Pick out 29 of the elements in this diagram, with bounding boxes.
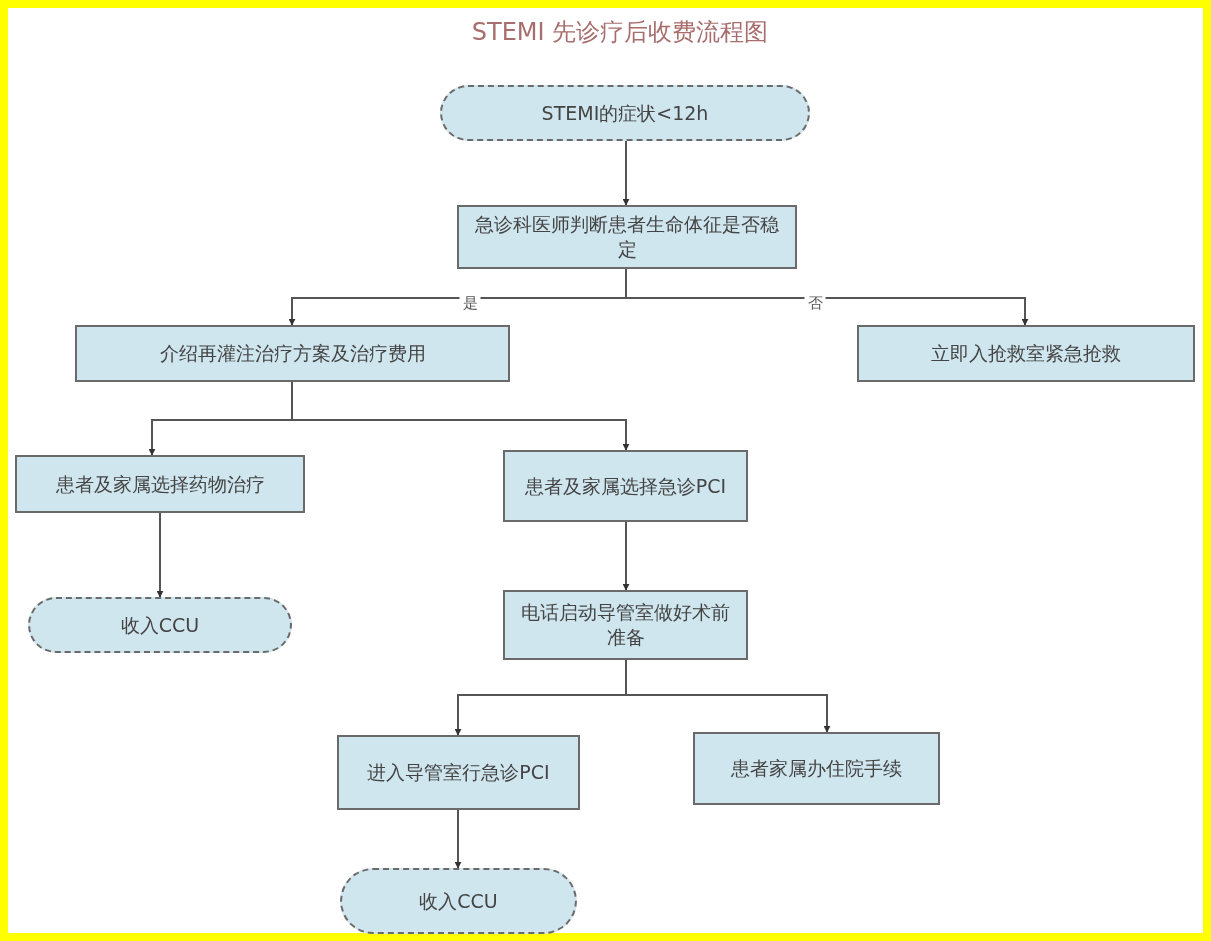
node-text: 患者家属办住院手续 bbox=[731, 756, 902, 781]
node-text: 进入导管室行急诊PCI bbox=[367, 760, 550, 785]
terminal-shape bbox=[440, 85, 810, 141]
process-box bbox=[337, 735, 580, 810]
node-text: STEMI的症状<12h bbox=[541, 100, 709, 126]
edge-label: 是 bbox=[459, 293, 481, 313]
node-text: 患者及家属选择药物治疗 bbox=[55, 471, 265, 497]
node-text: 电话启动导管室做好术前准备 bbox=[520, 600, 731, 650]
node-text: 收入CCU bbox=[120, 612, 200, 638]
process-box bbox=[15, 455, 305, 513]
process-box bbox=[503, 590, 748, 660]
chart-title: STEMI 先诊疗后收费流程图 bbox=[470, 17, 770, 48]
process-box bbox=[503, 450, 748, 522]
node-text: 立即入抢救室紧急抢救 bbox=[931, 341, 1121, 366]
arrow bbox=[625, 659, 831, 733]
process-box bbox=[75, 325, 510, 382]
node-text: 急诊科医师判断患者生命体征是否稳定 bbox=[474, 212, 780, 262]
node-text: 介绍再灌注治疗方案及治疗费用 bbox=[159, 341, 426, 366]
arrow bbox=[622, 140, 630, 206]
node-text: 患者及家属选择急诊PCI bbox=[524, 473, 727, 499]
terminal-shape bbox=[28, 597, 292, 653]
process-box bbox=[457, 205, 797, 269]
process-box bbox=[857, 325, 1195, 382]
node-text: 收入CCU bbox=[419, 888, 498, 914]
arrow bbox=[622, 521, 630, 591]
arrow bbox=[156, 512, 164, 598]
arrow bbox=[454, 809, 462, 869]
process-box bbox=[693, 732, 940, 805]
edge-label: 否 bbox=[804, 293, 826, 313]
